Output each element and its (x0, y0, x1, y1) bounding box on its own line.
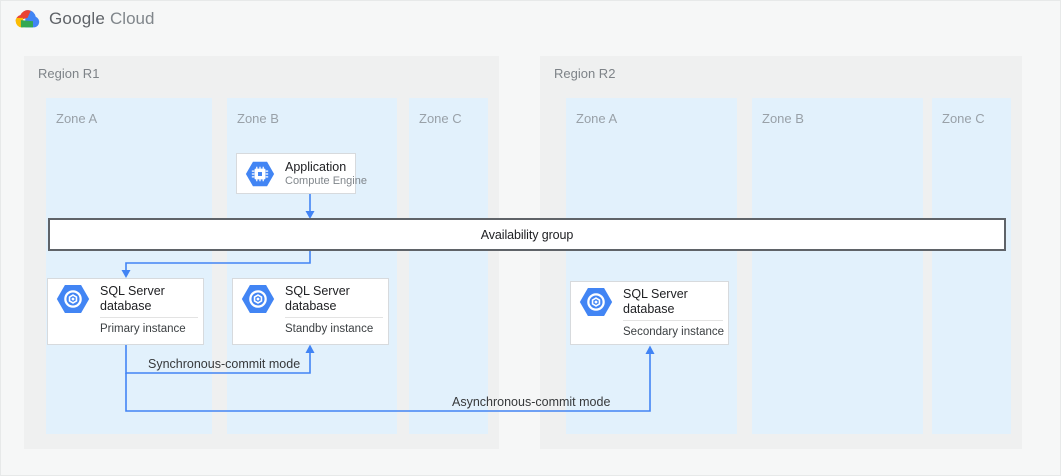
zone-label: Zone C (942, 111, 985, 126)
logo-product-text: Cloud (110, 9, 155, 28)
region-r2-zone-c: Zone C (932, 98, 1011, 434)
application-card-subtitle: Compute Engine (285, 175, 367, 187)
secondary-instance-label: Secondary instance (623, 326, 725, 338)
google-cloud-logo: Google Cloud (14, 8, 154, 30)
region-r1-zone-a: Zone A (46, 98, 212, 434)
sql-database-icon (56, 284, 90, 314)
zone-label: Zone A (56, 111, 98, 126)
zone-label: Zone B (237, 111, 279, 126)
logo-brand-text: Google (49, 9, 106, 28)
card-divider (285, 317, 383, 318)
zone-label: Zone A (576, 111, 618, 126)
application-card-title: Application (285, 160, 347, 174)
region-r1-zone-b: Zone B (227, 98, 397, 434)
primary-sql-card-title: SQL Server database (100, 284, 165, 313)
sql-database-icon (579, 287, 613, 317)
region-r2-zone-b: Zone B (752, 98, 923, 434)
async-commit-mode-label: Asynchronous-commit mode (452, 395, 611, 409)
region-r2-zone-a: Zone A (566, 98, 737, 434)
application-card-text: Application Compute Engine (285, 160, 371, 188)
card-divider (623, 320, 723, 321)
application-card: Application Compute Engine (236, 153, 367, 194)
standby-sql-card-title: SQL Server database (285, 284, 350, 313)
region-r2-label: Region R2 (554, 66, 616, 81)
sync-commit-mode-label: Synchronous-commit mode (148, 357, 301, 371)
region-r1-label: Region R1 (38, 66, 100, 81)
compute-engine-icon (245, 161, 275, 187)
region-r1: Region R1 Zone A Zone B Zone C (24, 56, 499, 449)
availability-group-bar: Availability group (48, 218, 1006, 251)
standby-instance-label: Standby instance (285, 323, 374, 335)
card-divider (100, 317, 198, 318)
standby-sql-card: SQL Server database Standby instance (232, 278, 389, 345)
zone-label: Zone C (419, 111, 462, 126)
primary-sql-card: SQL Server database Primary instance (47, 278, 204, 345)
google-cloud-logo-icon (15, 10, 40, 28)
region-r1-zone-c: Zone C (409, 98, 488, 434)
secondary-sql-card: SQL Server database Secondary instance (570, 281, 729, 345)
sql-database-icon (241, 284, 275, 314)
secondary-sql-card-title: SQL Server database (623, 287, 688, 316)
availability-group-label: Availability group (480, 227, 574, 242)
region-r2: Region R2 Zone A Zone B Zone C (540, 56, 1022, 449)
primary-instance-label: Primary instance (100, 323, 186, 335)
zone-label: Zone B (762, 111, 804, 126)
